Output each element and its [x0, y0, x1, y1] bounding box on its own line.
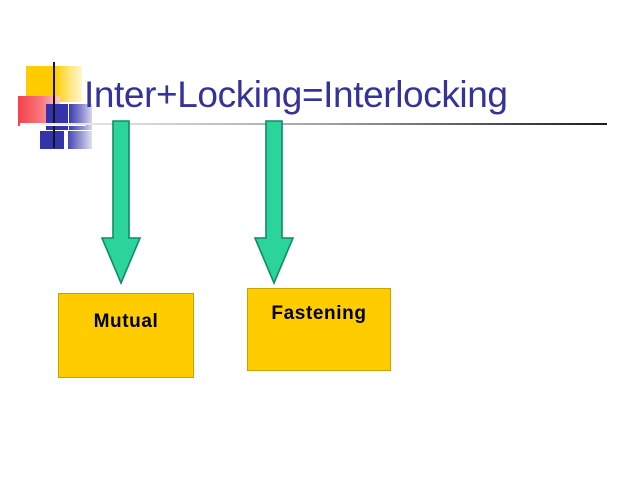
- logo-blue-square-lower-icon: [40, 131, 64, 149]
- arrow-down-mutual-icon: [101, 120, 141, 285]
- term-box-fastening: Fastening: [247, 288, 391, 371]
- logo-vertical-rule-icon: [53, 62, 55, 148]
- design-logo: [18, 62, 92, 149]
- logo-blue-gradient-square-lower-icon: [68, 131, 92, 149]
- slide-title: Inter+Locking=Interlocking: [84, 74, 508, 115]
- arrow-down-fastening-icon: [254, 120, 294, 285]
- logo-blue-square-icon: [46, 104, 68, 130]
- title-divider: [42, 123, 607, 125]
- term-box-mutual: Mutual: [58, 293, 194, 378]
